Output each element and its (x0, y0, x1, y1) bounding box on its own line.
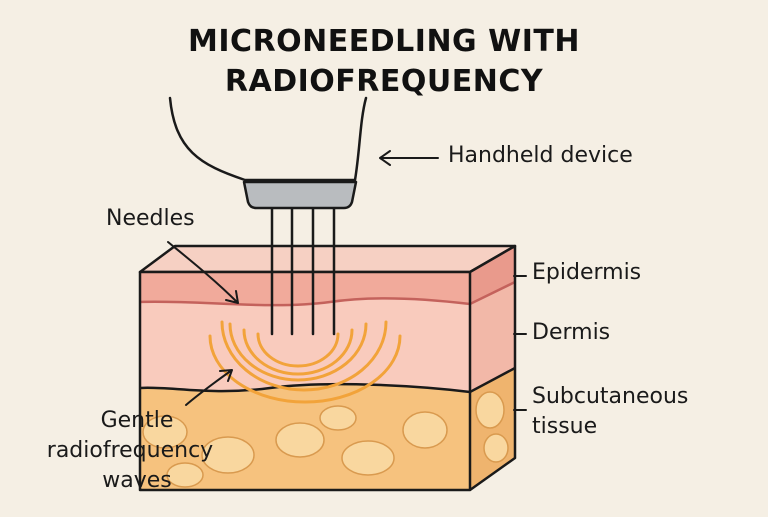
title-line-2: RADIOFREQUENCY (224, 64, 544, 99)
skin-block-outline (138, 244, 517, 492)
epidermis-label: Epidermis (532, 260, 642, 285)
title-line-1: MICRONEEDLING WITH (188, 24, 580, 59)
wave-arc (228, 322, 368, 382)
annotation-arrows (167, 150, 527, 411)
needles-label: Needles (106, 206, 195, 231)
skin-block-top (138, 244, 517, 274)
needles (270, 206, 336, 336)
handheld-device-label: Handheld device (448, 143, 633, 168)
dermis-layer (140, 298, 470, 392)
handheld-device-arrow (379, 150, 439, 166)
waves-arrow (185, 369, 233, 406)
device-handle-outline (168, 96, 368, 182)
fat-cell (201, 436, 255, 474)
fat-cell (166, 462, 204, 488)
subcutaneous-label-line-1: Subcutaneous (532, 384, 689, 409)
wave-arc (220, 320, 388, 392)
dermis-label: Dermis (532, 320, 611, 345)
needles-arrow (167, 241, 239, 304)
fat-cell (341, 440, 395, 476)
fat-cell (475, 391, 505, 429)
fat-cell (275, 422, 325, 458)
fat-cells (142, 391, 509, 488)
waves-label-line-3: waves (102, 468, 172, 493)
epidermis-layer (140, 272, 470, 306)
fat-cell (319, 405, 357, 431)
subcutaneous-label-line-2: tissue (532, 414, 598, 439)
wave-arc (208, 334, 402, 404)
fat-cell (142, 415, 188, 449)
waves-label-line-1: Gentle (100, 408, 174, 433)
epidermis-dermis-boundary (139, 280, 516, 307)
epidermis-side (470, 246, 515, 304)
fat-cell (483, 433, 509, 463)
fat-cell (402, 411, 448, 449)
radiofrequency-waves (208, 320, 402, 404)
wave-arc (256, 332, 340, 368)
dermis-side (470, 282, 515, 392)
device-head (242, 180, 358, 210)
wave-arc (242, 328, 354, 376)
waves-label-line-2: radiofrequency (46, 438, 214, 463)
